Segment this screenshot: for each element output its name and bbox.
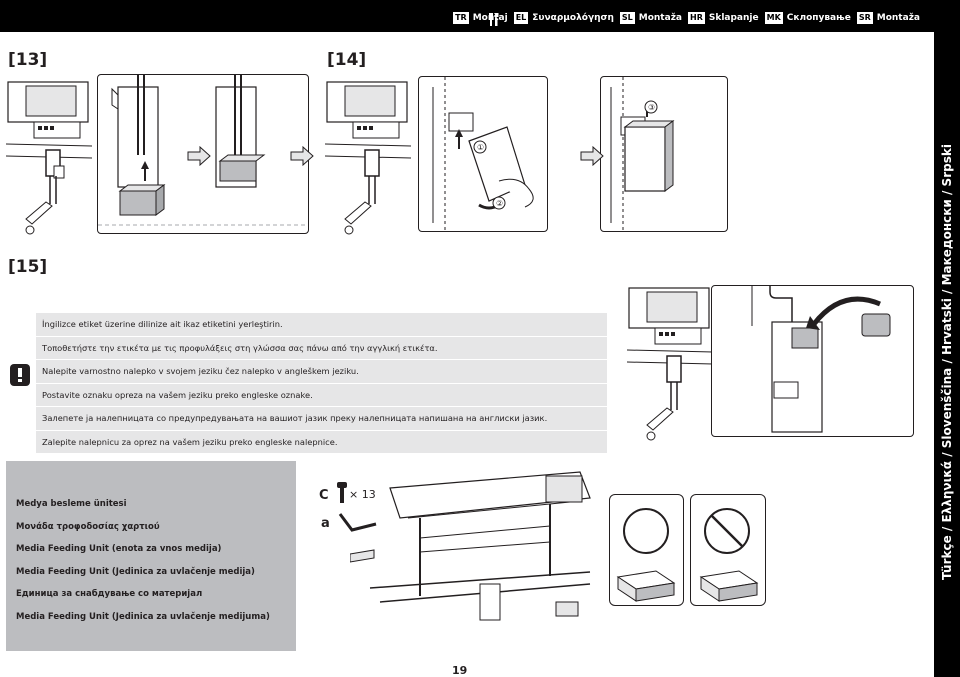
unit-name-list: Medya besleme ünitesi Μονάδα τροφοδοσίας…: [6, 461, 296, 651]
unit-mounted-illustration: ③: [610, 77, 675, 231]
unit-name-mk: Единица за снабдување со материјал: [16, 589, 203, 599]
language-label: Montaža: [876, 13, 920, 23]
callout-1: ①: [477, 143, 484, 152]
language-code: MK: [764, 12, 783, 24]
hex-key-icon: [338, 513, 377, 532]
side-language-tab: [934, 0, 960, 677]
language-code: SR: [856, 12, 873, 24]
printer-side-illustration: [325, 81, 411, 235]
correct-example-figure: [609, 494, 684, 606]
step-13-detail-figure: [97, 74, 309, 234]
caution-line-tr: İngilizce etiket üzerine dilinize ait ik…: [36, 313, 607, 336]
printer-with-feeding-unit-illustration: [349, 471, 591, 621]
loosen-screw-illustration: ① ②: [432, 77, 534, 231]
callout-3: ③: [648, 103, 655, 112]
next-step-arrow-icon: [580, 146, 604, 166]
step-15-label: [15]: [8, 257, 48, 277]
step-15-detail-figure: [711, 285, 914, 437]
printer-side-illustration: [627, 287, 713, 441]
language-code: HR: [688, 12, 705, 24]
caution-line-sl: Nalepite varnostno nalepko v svojem jezi…: [36, 360, 607, 383]
correct-example-illustration: [616, 508, 676, 602]
printer-thumbnail-14: [325, 74, 411, 238]
language-code: TR: [453, 12, 469, 24]
printer-thumbnail-13: [6, 74, 92, 238]
unit-name-hr: Media Feeding Unit (Jedinica za uvlačenj…: [16, 566, 255, 577]
printer-thumbnail-15: [627, 284, 713, 444]
printer-overview-figure: [349, 468, 600, 646]
part-c-quantity: × 13: [349, 488, 376, 501]
step-14-detail-figure-b: ③: [600, 76, 728, 232]
caution-line-sr: Zalepite nalepnicu za oprez na vašem jez…: [36, 430, 607, 453]
side-language-text: Türkçe / Ελληνικά / Slovenščina / Hrvats…: [940, 144, 954, 580]
screw-icon: [337, 482, 347, 503]
prohibited-icon: [699, 508, 759, 602]
language-code: EL: [513, 12, 529, 24]
incorrect-example-figure: [690, 494, 766, 606]
apply-label-illustration: [751, 286, 891, 433]
language-label: Склопување: [786, 13, 851, 23]
caution-line-el: Τοποθετήστε την ετικέτα με τις προφυλάξε…: [36, 336, 607, 359]
wrench-screwdriver-icon: [489, 13, 499, 26]
step-14-detail-figure-a: ① ②: [418, 76, 548, 232]
next-step-arrow-icon: [187, 146, 211, 166]
step-14-label: [14]: [327, 50, 367, 70]
feeding-unit-attach-illustration: [98, 75, 308, 226]
unit-name-tr: Medya besleme ünitesi: [16, 499, 127, 509]
step-13-label: [13]: [8, 50, 48, 70]
caution-line-mk: Залепете ја налепницата со предупредувањ…: [36, 407, 607, 430]
printer-side-illustration: [6, 81, 92, 235]
unit-name-el: Μονάδα τροφοδοσίας χαρτιού: [16, 521, 160, 532]
unit-name-sr: Media Feeding Unit (Jedinica za uvlačenj…: [16, 611, 270, 622]
caution-line-hr: Postavite oznaku opreza na vašem jeziku …: [36, 383, 607, 406]
caution-label-instructions: İngilizce etiket üzerine dilinize ait ik…: [36, 313, 607, 454]
callout-2: ②: [496, 199, 503, 208]
language-label: Sklapanje: [708, 13, 759, 23]
part-c-label: C: [319, 488, 329, 503]
unit-name-sl: Media Feeding Unit (enota za vnos medija…: [16, 544, 222, 554]
language-code: SL: [619, 12, 635, 24]
next-step-arrow-icon: [290, 146, 314, 166]
caution-icon: [10, 364, 30, 386]
page-number: 19: [452, 664, 468, 677]
language-label: Συναρμολόγηση: [532, 13, 614, 23]
language-label: Montaža: [638, 13, 682, 23]
language-label: Montaj: [472, 13, 508, 23]
part-a-label: a: [321, 516, 330, 531]
